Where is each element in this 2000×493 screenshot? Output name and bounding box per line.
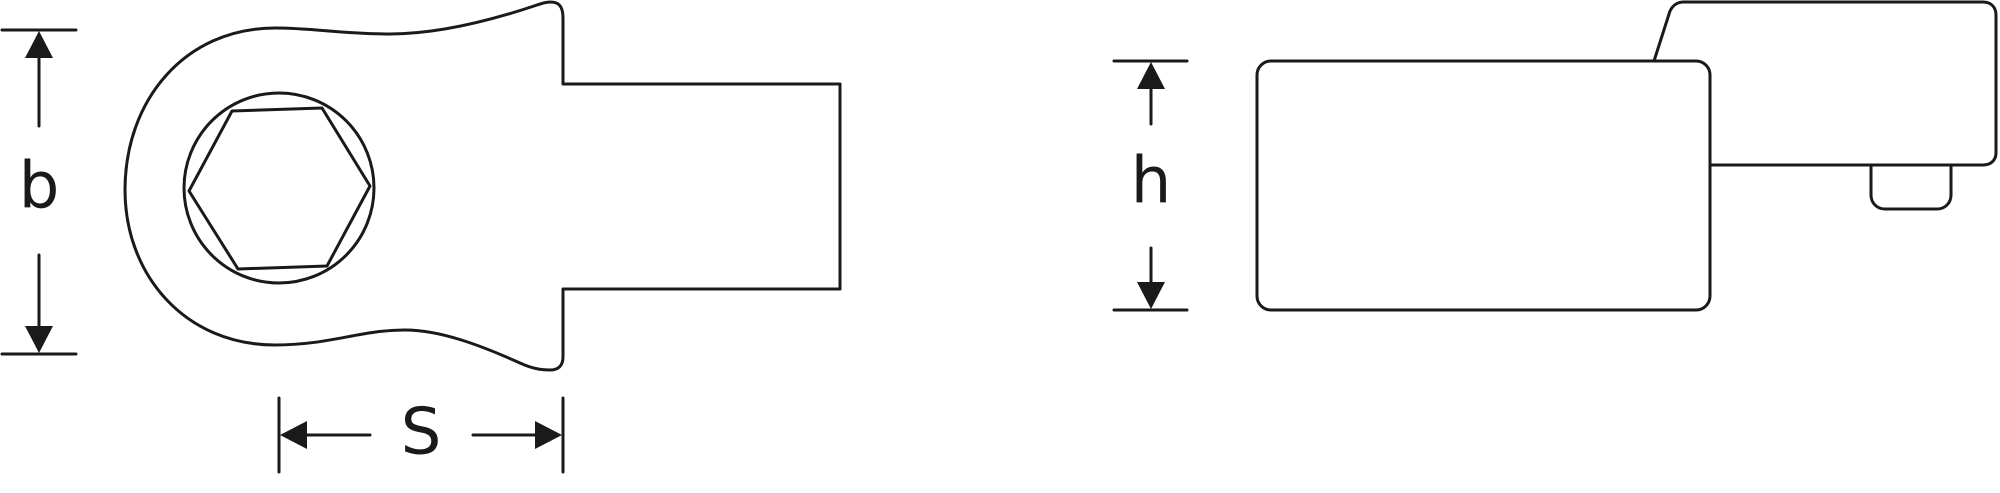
dim-s-arrow-left bbox=[280, 421, 307, 449]
dim-h-arrow-down bbox=[1137, 282, 1165, 309]
dimension-s: S bbox=[277, 396, 565, 474]
dimension-b: b bbox=[0, 28, 78, 356]
hexagon-socket bbox=[187, 106, 372, 271]
ring-circle bbox=[182, 91, 376, 285]
dim-h-label: h bbox=[1131, 145, 1172, 219]
dim-s-arrow-right bbox=[535, 421, 562, 449]
side-view bbox=[1255, 0, 1998, 312]
dim-b-arrow-down bbox=[25, 326, 53, 353]
dim-b-arrow-up bbox=[25, 31, 53, 58]
tool-head-outline bbox=[123, 0, 842, 372]
dim-h-arrow-up bbox=[1137, 62, 1165, 89]
dim-s-label: S bbox=[401, 396, 442, 470]
tool-body-rect bbox=[1255, 59, 1712, 312]
shaft-outline bbox=[1652, 0, 1998, 167]
shaft-lug bbox=[1869, 163, 1953, 211]
top-view bbox=[123, 0, 842, 372]
dim-b-label: b bbox=[19, 150, 60, 224]
dimension-h: h bbox=[1112, 59, 1189, 312]
